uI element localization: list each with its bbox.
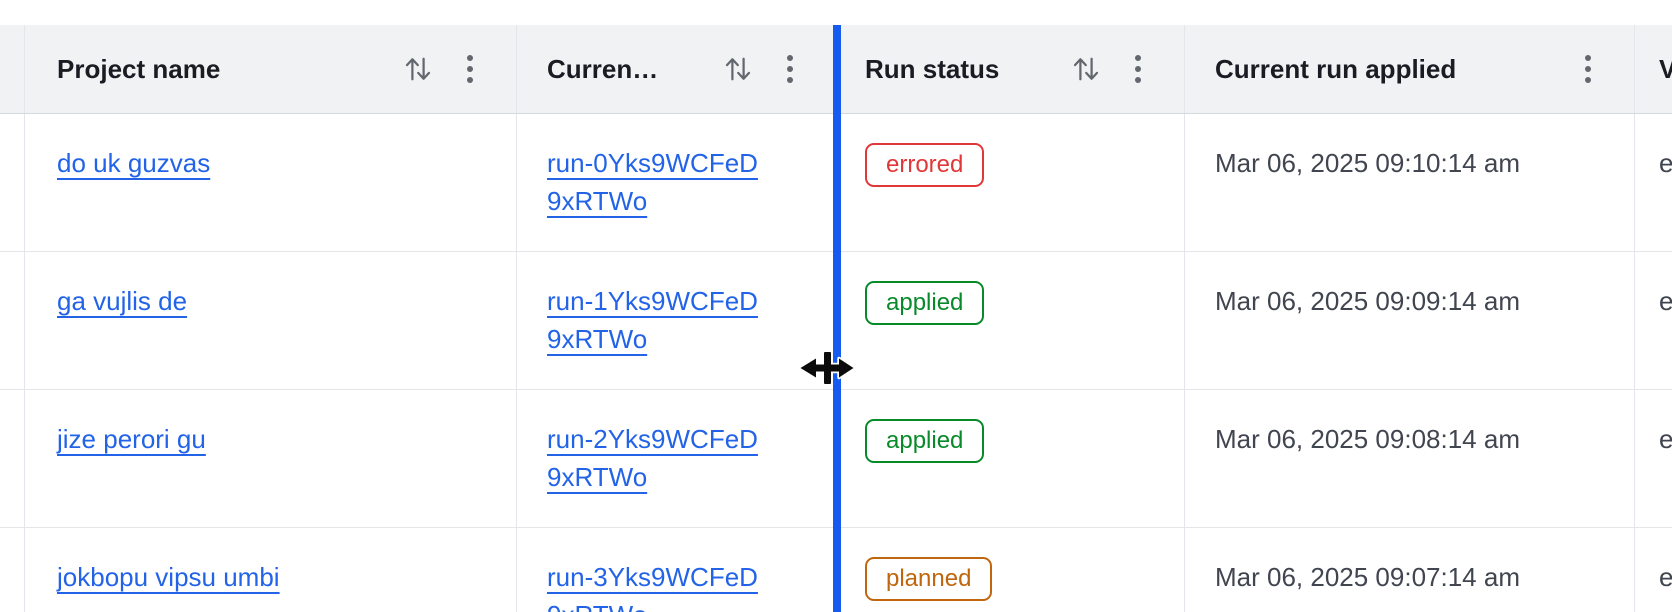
timestamp-text: Mar 06, 2025 09:07:14 am — [1215, 562, 1520, 592]
project-link[interactable]: ga vujlis de — [57, 286, 188, 316]
clipped-text: e — [1659, 148, 1672, 178]
project-link[interactable]: do uk guzvas — [57, 148, 211, 178]
run-status-badge: applied — [865, 419, 985, 463]
run-status-badge: errored — [865, 143, 985, 187]
timestamp-text: Mar 06, 2025 09:09:14 am — [1215, 286, 1520, 316]
clipped-text: e — [1659, 424, 1672, 454]
header-cell-current-run: Curren… — [517, 25, 837, 113]
clipped-cell: e — [1635, 390, 1672, 527]
project-name-cell: ga vujlis de — [25, 252, 517, 389]
column-menu-button[interactable] — [466, 54, 474, 84]
column-title-run-status: Run status — [865, 53, 1000, 84]
sort-button[interactable] — [1072, 53, 1100, 85]
current-run-applied-cell: Mar 06, 2025 09:10:14 am — [1185, 114, 1635, 251]
table-row: jokbopu vipsu umbi run-3Yks9WCFeD 9xRTWo… — [0, 528, 1672, 612]
run-id-link[interactable]: run-2Yks9WCFeD 9xRTWo — [547, 424, 758, 492]
header-cell-spacer — [0, 25, 25, 113]
run-id-link[interactable]: run-1Yks9WCFeD 9xRTWo — [547, 286, 758, 354]
row-spacer-cell — [0, 390, 25, 527]
row-spacer-cell — [0, 114, 25, 251]
header-cell-run-status: Run status — [837, 25, 1185, 113]
column-menu-button[interactable] — [1584, 54, 1592, 84]
header-icons — [404, 53, 474, 85]
run-status-cell: errored — [837, 114, 1185, 251]
clipped-cell: e — [1635, 252, 1672, 389]
current-run-cell: run-1Yks9WCFeD 9xRTWo — [517, 252, 837, 389]
timestamp-text: Mar 06, 2025 09:10:14 am — [1215, 148, 1520, 178]
header-icons — [724, 53, 794, 85]
current-run-applied-cell: Mar 06, 2025 09:09:14 am — [1185, 252, 1635, 389]
timestamp-text: Mar 06, 2025 09:08:14 am — [1215, 424, 1520, 454]
kebab-menu-icon — [1585, 55, 1591, 83]
kebab-menu-icon — [467, 55, 473, 83]
kebab-menu-icon — [787, 55, 793, 83]
column-title-current-run: Curren… — [547, 53, 659, 84]
project-name-cell: jokbopu vipsu umbi — [25, 528, 517, 612]
run-status-cell: applied — [837, 390, 1185, 527]
column-title-clipped: V — [1659, 53, 1672, 84]
header-cell-project-name: Project name — [25, 25, 517, 113]
column-menu-button[interactable] — [786, 54, 794, 84]
row-spacer-cell — [0, 528, 25, 612]
header-icons — [1584, 54, 1592, 84]
run-status-badge: planned — [865, 557, 993, 601]
header-cell-current-run-applied: Current run applied — [1185, 25, 1635, 113]
sort-icon — [725, 57, 751, 81]
sort-icon — [1073, 57, 1099, 81]
project-name-cell: do uk guzvas — [25, 114, 517, 251]
table-row: do uk guzvas run-0Yks9WCFeD 9xRTWo error… — [0, 114, 1672, 252]
project-link[interactable]: jize perori gu — [57, 424, 206, 454]
column-resize-indicator[interactable] — [833, 25, 841, 612]
run-status-cell: applied — [837, 252, 1185, 389]
clipped-cell: e — [1635, 528, 1672, 612]
clipped-cell: e — [1635, 114, 1672, 251]
run-id-link[interactable]: run-3Yks9WCFeD 9xRTWo — [547, 562, 758, 612]
header-icons — [1072, 53, 1142, 85]
project-name-cell: jize perori gu — [25, 390, 517, 527]
kebab-menu-icon — [1135, 55, 1141, 83]
current-run-applied-cell: Mar 06, 2025 09:07:14 am — [1185, 528, 1635, 612]
run-id-link[interactable]: run-0Yks9WCFeD 9xRTWo — [547, 148, 758, 216]
clipped-text: e — [1659, 562, 1672, 592]
run-status-badge: applied — [865, 281, 985, 325]
sort-button[interactable] — [404, 53, 432, 85]
current-run-cell: run-3Yks9WCFeD 9xRTWo — [517, 528, 837, 612]
header-cell-clipped: V — [1635, 25, 1672, 113]
clipped-text: e — [1659, 286, 1672, 316]
column-title-project-name: Project name — [57, 53, 221, 84]
run-status-cell: planned — [837, 528, 1185, 612]
sort-button[interactable] — [724, 53, 752, 85]
current-run-cell: run-0Yks9WCFeD 9xRTWo — [517, 114, 837, 251]
table-row: jize perori gu run-2Yks9WCFeD 9xRTWo app… — [0, 390, 1672, 528]
column-title-current-run-applied: Current run applied — [1215, 53, 1457, 84]
current-run-cell: run-2Yks9WCFeD 9xRTWo — [517, 390, 837, 527]
column-menu-button[interactable] — [1134, 54, 1142, 84]
current-run-applied-cell: Mar 06, 2025 09:08:14 am — [1185, 390, 1635, 527]
project-link[interactable]: jokbopu vipsu umbi — [57, 562, 280, 592]
row-spacer-cell — [0, 252, 25, 389]
sort-icon — [405, 57, 431, 81]
